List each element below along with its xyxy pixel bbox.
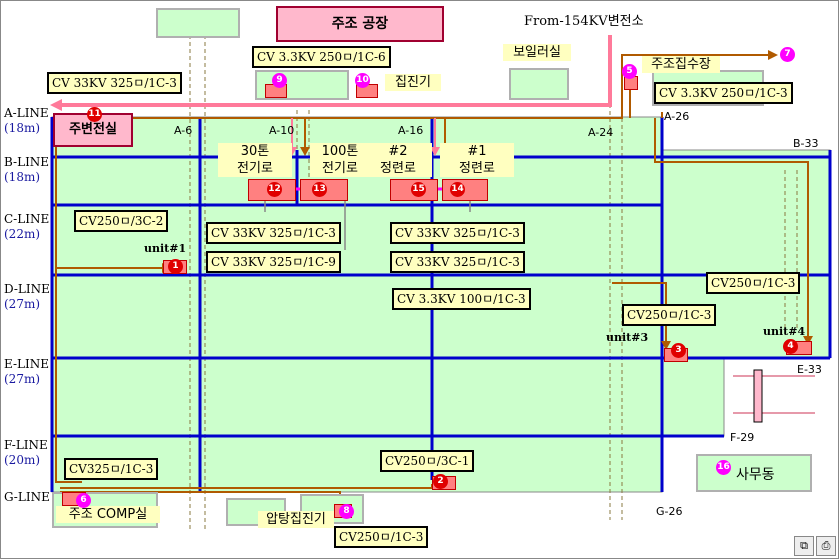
e33-column [753,369,763,423]
building-box-top-left [156,8,240,38]
col-b33: B-33 [793,137,819,150]
col-f29: F-29 [730,431,755,444]
cable-c12: CV325ㅁ/1C-3 [64,458,159,480]
cable-c6: CV 33KV 325ㅁ/1C-9 [206,251,341,273]
badge-5: 5 [622,64,637,79]
column-guides [189,35,798,530]
line-a-label: A-LINE(18m) [4,106,49,135]
plant-floor-southeast [661,357,725,437]
line-g-label: G-LINE [4,490,50,504]
line-b-label: B-LINE(18m) [4,155,50,184]
badge-3: 3 [671,343,686,358]
office-building [696,454,812,492]
copy-icon[interactable]: ⧉ [794,536,814,556]
print-icon[interactable]: ⎙ [816,536,836,556]
building-box-boiler-area [509,68,569,100]
refiner-1-label: #1 정련로 [440,143,514,177]
line-d-label: D-LINE(27m) [4,282,50,311]
unit1-label: unit#1 [144,242,187,255]
badge-10: 10 [355,73,370,88]
main-feed-arrow [50,99,62,111]
cable-c13: CV250ㅁ/3C-1 [380,450,475,472]
comp-room-label: 주조 COMP실 [56,506,160,523]
main-feed [58,35,612,107]
badge-8: 8 [339,504,354,519]
col-a24: A-24 [588,126,614,139]
line-c-label: C-LINE(22m) [4,212,50,241]
cable-c7: CV 33KV 325ㅁ/1C-3 [390,222,525,244]
cable-c1: CV 33KV 325ㅁ/1C-3 [47,72,182,94]
badge-13: 13 [312,182,327,197]
col-a16: A-16 [398,124,424,137]
cable-c11: CV250ㅁ/1C-3 [622,304,717,326]
cable-c5: CV 33KV 325ㅁ/1C-3 [206,222,341,244]
col-a6: A-6 [174,124,193,137]
badge-2: 2 [433,474,448,489]
badge-16: 16 [716,460,731,475]
furnace-30t-label: 30톤 전기로 [218,143,292,177]
main-substation-label: 주변전실 [69,122,117,137]
badge-14: 14 [450,182,465,197]
furnace-100t-label: 100톤 전기로 [310,143,370,177]
cable-c10: CV250ㅁ/1C-3 [706,272,801,294]
main-plant-title: 주조 공장 [331,16,389,32]
badge-11: 11 [87,107,102,122]
cable-c14: CV250ㅁ/1C-3 [334,526,429,548]
badge-15: 15 [411,182,426,197]
from-substation-label: From-154KV변전소 [524,14,644,29]
press-dust-label: 압탕집진기 [258,511,334,528]
dust-collector-label: 집진기 [385,74,441,91]
main-plant-box: 주조 공장 [276,6,444,42]
col-e33: E-33 [797,363,822,376]
refiner-2-label: #2 정련로 [364,143,432,177]
line-e-label: E-LINE(27m) [4,357,50,386]
unit3-label: unit#3 [606,331,649,344]
line-f-label: F-LINE(20m) [4,438,48,467]
unit4-label: unit#4 [763,325,806,338]
badge-6: 6 [76,493,91,508]
cable-c4: CV250ㅁ/3C-2 [74,210,169,232]
badge-12: 12 [267,182,282,197]
col-a10: A-10 [269,124,295,137]
boiler-label: 보일러실 [503,44,571,61]
badge-4: 4 [783,339,798,354]
badge-7: 7 [780,47,795,62]
cable-c9: CV 3.3KV 100ㅁ/1C-3 [392,288,531,310]
badge-9: 9 [272,73,287,88]
cable-c8: CV 33KV 325ㅁ/1C-3 [390,251,525,273]
badge-1: 1 [168,259,183,274]
col-g26: G-26 [656,505,683,518]
cable-c3: CV 3.3KV 250ㅁ/1C-3 [654,82,793,104]
water-tank-label: 주조집수장 [642,56,720,73]
office-label: 사무동 [736,467,775,483]
refiner-1-box [442,179,488,201]
col-a26: A-26 [664,110,690,123]
cable-c2: CV 3.3KV 250ㅁ/1C-6 [252,46,391,68]
